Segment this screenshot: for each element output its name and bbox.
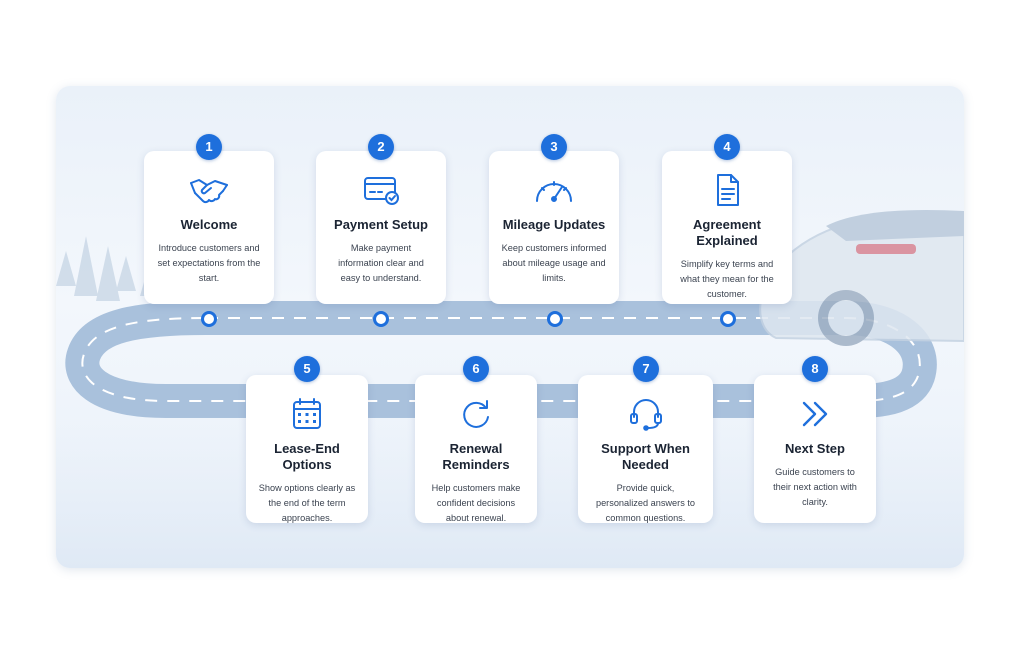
- step-number-badge-3: 3: [541, 134, 567, 160]
- step-description: Guide customers to their next action wit…: [773, 467, 857, 507]
- step-number-badge-5: 5: [294, 356, 320, 382]
- road-illustration: [65, 301, 937, 418]
- step-description: Show options clearly as the end of the t…: [258, 483, 356, 523]
- step-description: Keep customers informed about mileage us…: [501, 243, 607, 283]
- journey-panel: Welcome Introduce customers and set expe…: [56, 86, 964, 568]
- car-illustration: [759, 209, 964, 346]
- step-description: Simplify key terms and what they mean fo…: [680, 259, 774, 299]
- step-card-5: Lease-End Options Show options clearly a…: [246, 375, 368, 523]
- step-card-3: Mileage Updates Keep customers informed …: [489, 151, 619, 304]
- calendar-icon: [293, 398, 321, 429]
- step-title: Welcome: [180, 217, 238, 232]
- refresh-icon: [463, 400, 489, 428]
- step-card-1: Welcome Introduce customers and set expe…: [144, 151, 274, 304]
- road-marker-1: [201, 311, 217, 327]
- road-marker-2: [373, 311, 389, 327]
- step-title: Support When Needed: [601, 441, 690, 472]
- step-title: Agreement Explained: [693, 217, 761, 248]
- step-title: Renewal Reminders: [442, 441, 510, 472]
- road-marker-3: [547, 311, 563, 327]
- step-description: Make payment information clear and easy …: [338, 243, 424, 283]
- step-card-6: Renewal Reminders Help customers make co…: [415, 375, 537, 523]
- headset-icon: [629, 399, 662, 431]
- step-description: Help customers make confident decisions …: [431, 483, 521, 523]
- handshake-icon: [190, 179, 228, 204]
- step-number-badge-1: 1: [196, 134, 222, 160]
- step-description: Provide quick, personalized answers to c…: [595, 483, 696, 523]
- step-title: Lease-End Options: [274, 441, 340, 472]
- step-title: Mileage Updates: [502, 217, 606, 232]
- step-description: Introduce customers and set expectations…: [157, 243, 261, 283]
- step-title: Next Step: [785, 441, 845, 456]
- road-marker-4: [720, 311, 736, 327]
- step-card-8: Next Step Guide customers to their next …: [754, 375, 876, 523]
- speedometer-icon: [536, 181, 572, 202]
- step-number-badge-8: 8: [802, 356, 828, 382]
- step-card-7: Support When Needed Provide quick, perso…: [578, 375, 713, 523]
- step-card-2: Payment Setup Make payment information c…: [316, 151, 446, 304]
- step-number-badge-6: 6: [463, 356, 489, 382]
- payment-card-icon: [364, 177, 399, 205]
- step-number-badge-2: 2: [368, 134, 394, 160]
- step-number-badge-4: 4: [714, 134, 740, 160]
- double-chevron-right-icon: [802, 401, 828, 427]
- step-card-4: Agreement Explained Simplify key terms a…: [662, 151, 792, 304]
- document-icon: [717, 174, 739, 206]
- step-title: Payment Setup: [334, 217, 428, 232]
- step-number-badge-7: 7: [633, 356, 659, 382]
